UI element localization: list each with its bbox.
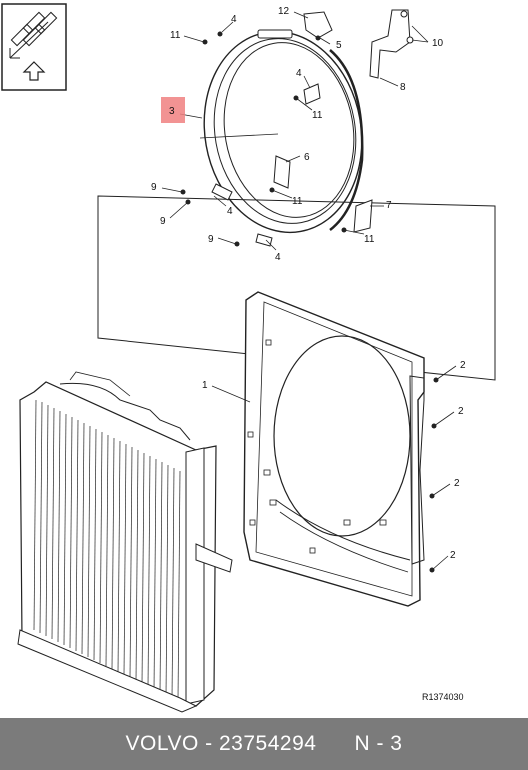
- callout-10: 10: [432, 38, 444, 49]
- callout-4: 4: [227, 206, 233, 217]
- footer-bar: VOLVO - 23754294 N - 3: [0, 718, 528, 770]
- callout-3: 3: [169, 106, 175, 117]
- callout-4: 4: [296, 68, 302, 79]
- spacer: [316, 732, 354, 756]
- fan-ring: [199, 29, 373, 247]
- callout-2: 2: [450, 550, 456, 561]
- radiator: [17, 371, 233, 713]
- callout-11: 11: [364, 234, 375, 245]
- callout-4: 4: [275, 252, 281, 263]
- separator: -: [198, 732, 219, 755]
- callout-8: 8: [400, 82, 406, 93]
- part-number: 23754294: [219, 732, 317, 755]
- callout-11: 11: [292, 196, 303, 207]
- callout-11: 11: [170, 30, 181, 41]
- fasteners: [180, 31, 439, 573]
- highlight-box: [161, 97, 185, 123]
- leader-lines: [161, 11, 457, 571]
- callout-2: 2: [460, 360, 466, 371]
- callout-9: 9: [208, 234, 214, 245]
- callout-12: 12: [278, 6, 290, 17]
- callout-6: 6: [304, 152, 310, 163]
- callout-11: 11: [312, 110, 323, 121]
- callout-2: 2: [458, 406, 464, 417]
- upper-brackets: [303, 9, 414, 79]
- callout-7: 7: [386, 200, 392, 211]
- parts-diagram: 11 4 12 5 10 8 4 11 3 6 9 4 11 9 7 11 9 …: [1, 3, 496, 713]
- fan-shroud: [243, 291, 425, 607]
- callout-9: 9: [151, 182, 157, 193]
- brand-label: VOLVO: [125, 732, 199, 755]
- callout-2: 2: [454, 478, 460, 489]
- callout-4: 4: [231, 14, 237, 25]
- position-code: N - 3: [354, 732, 403, 755]
- callout-1: 1: [202, 380, 208, 391]
- diagram-code: R1374030: [422, 692, 464, 702]
- up-arrow-icon: [22, 61, 46, 81]
- callout-9: 9: [160, 216, 166, 227]
- assembly-outline: [97, 195, 496, 381]
- callout-5: 5: [336, 40, 342, 51]
